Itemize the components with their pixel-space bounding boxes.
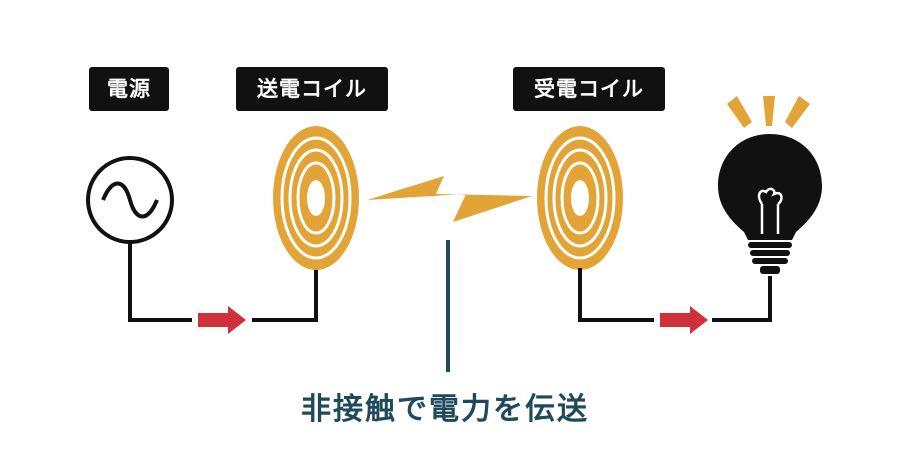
coil-icon [273,126,359,270]
transmit-coil-label: 送電コイル [236,67,388,111]
wire-right-coil [578,268,654,322]
light-bulb-icon [718,96,822,274]
wire-right-bulb [712,276,772,322]
ac-source-icon [86,156,174,244]
receive-coil-label: 受電コイル [513,67,665,111]
wire-left-source [128,242,192,322]
wire-left-coil [252,268,318,322]
caption-text: 非接触で電力を伝送 [301,392,589,427]
arrow-right-icon [198,306,246,334]
arrow-right-icon [660,306,708,334]
lightning-bolt-icon [367,176,532,222]
coil-icon [537,126,623,270]
power-source-label: 電源 [89,67,169,111]
